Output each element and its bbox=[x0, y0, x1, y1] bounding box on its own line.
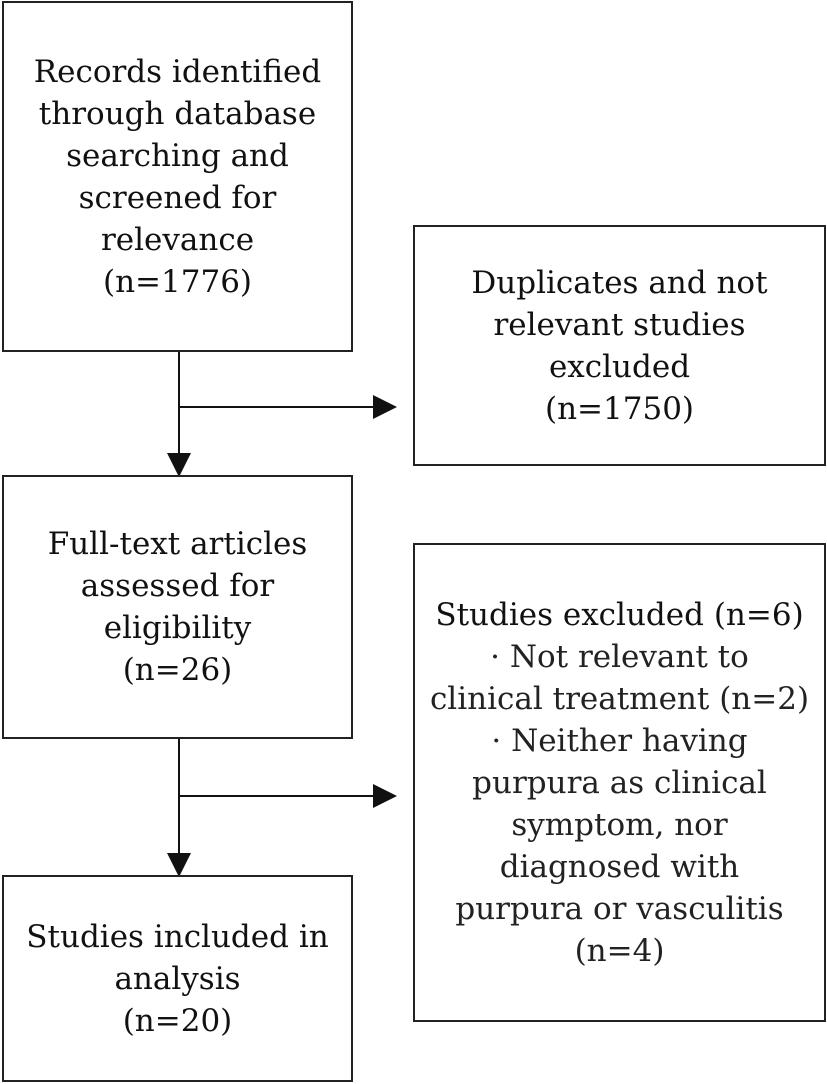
studies-excluded-line: · Not relevant to bbox=[490, 638, 749, 675]
full-text-assessed-line: Full-text articles bbox=[47, 526, 308, 562]
studies-excluded-line: purpura as clinical bbox=[472, 764, 767, 801]
duplicates-excluded-count: (n=1750) bbox=[544, 390, 695, 427]
studies-excluded-count: (n=4) bbox=[574, 932, 665, 969]
full-text-assessed-line: assessed for bbox=[80, 568, 275, 604]
records-identified-line: searching and bbox=[66, 137, 289, 174]
records-identified-line: through database bbox=[38, 95, 317, 132]
duplicates-excluded-line: Duplicates and not bbox=[471, 264, 768, 301]
studies-included-line: Studies included in bbox=[26, 918, 329, 955]
duplicates-excluded-box: Duplicates and not relevant studies excl… bbox=[413, 225, 826, 466]
studies-excluded-line: purpura or vasculitis bbox=[455, 890, 784, 927]
studies-excluded-line: · Neither having bbox=[491, 722, 748, 759]
studies-excluded-line: diagnosed with bbox=[499, 848, 740, 885]
full-text-assessed-count: (n=26) bbox=[122, 652, 233, 688]
duplicates-excluded-line: relevant studies bbox=[493, 306, 746, 343]
records-identified-line: screened for bbox=[78, 179, 277, 216]
full-text-assessed-line: eligibility bbox=[103, 610, 252, 646]
records-identified-line: Records identified bbox=[33, 53, 322, 90]
full-text-assessed-box: Full-text articles assessed for eligibil… bbox=[2, 475, 353, 739]
duplicates-excluded-line: excluded bbox=[548, 348, 691, 385]
studies-excluded-line: clinical treatment (n=2) bbox=[429, 680, 810, 717]
records-identified-count: (n=1776) bbox=[102, 263, 253, 300]
studies-excluded-box: Studies excluded (n=6) · Not relevant to… bbox=[413, 543, 826, 1022]
studies-excluded-title: Studies excluded (n=6) bbox=[435, 596, 804, 633]
studies-included-count: (n=20) bbox=[122, 1002, 233, 1039]
studies-excluded-line: symptom, nor bbox=[511, 806, 728, 843]
records-identified-box: Records identified through database sear… bbox=[2, 1, 353, 352]
records-identified-line: relevance bbox=[100, 221, 255, 258]
studies-included-box: Studies included in analysis (n=20) bbox=[2, 875, 353, 1082]
studies-included-line: analysis bbox=[114, 960, 241, 997]
